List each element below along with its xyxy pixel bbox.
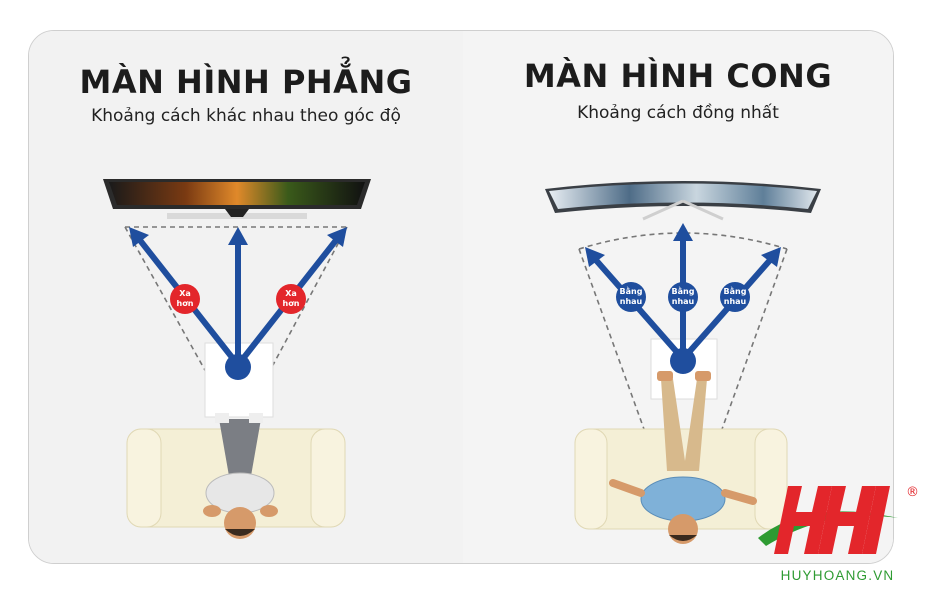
flat-screen-title: MÀN HÌNH PHẲNG [79, 63, 413, 101]
brand-name[interactable]: HUYHOANG.VN [780, 568, 895, 583]
equal-badge-left: Bằng nhau [616, 282, 646, 312]
flat-screen-illustration: Xa hơn Xa hơn [103, 179, 371, 539]
svg-text:Xa: Xa [285, 289, 297, 298]
svg-text:nhau: nhau [672, 297, 695, 306]
curved-tv-icon [545, 181, 821, 221]
svg-text:hơn: hơn [177, 299, 194, 308]
person-figure [609, 371, 757, 544]
viewer-point [225, 354, 251, 380]
svg-text:hơn: hơn [283, 299, 300, 308]
view-arrows [129, 227, 347, 367]
svg-text:Bằng: Bằng [620, 286, 643, 296]
equal-badge-center: Bằng nhau [668, 282, 698, 312]
logo-hhh-mark [774, 486, 890, 554]
flat-screen-panel: MÀN HÌNH PHẲNG Khoảng cách khác nhau the… [29, 31, 463, 563]
svg-text:Bằng: Bằng [724, 286, 747, 296]
curved-screen-title: MÀN HÌNH CONG [523, 57, 833, 95]
view-cone [578, 232, 788, 444]
svg-text:nhau: nhau [620, 297, 643, 306]
svg-text:nhau: nhau [724, 297, 747, 306]
huyhoang-logo: ® [758, 485, 918, 554]
registered-mark: ® [906, 485, 918, 500]
viewer-point [670, 348, 696, 374]
flat-tv-icon [103, 179, 371, 219]
comparison-frame: MÀN HÌNH PHẲNG Khoảng cách khác nhau the… [28, 30, 894, 564]
equal-badge-right: Bằng nhau [720, 282, 750, 312]
curved-screen-subtitle: Khoảng cách đồng nhất [577, 103, 779, 123]
curved-screen-panel: MÀN HÌNH CONG Khoảng cách đồng nhất [463, 31, 893, 563]
svg-text:Xa: Xa [179, 289, 191, 298]
farther-badge-right: Xa hơn [276, 284, 306, 314]
svg-text:Bằng: Bằng [672, 286, 695, 296]
flat-screen-subtitle: Khoảng cách khác nhau theo góc độ [91, 106, 401, 126]
view-cone [124, 226, 348, 407]
curved-screen-illustration: Bằng nhau Bằng nhau Bằng nhau [545, 181, 821, 544]
chair-back [204, 342, 274, 418]
farther-badge-left: Xa hơn [170, 284, 200, 314]
person-figure [203, 413, 278, 539]
